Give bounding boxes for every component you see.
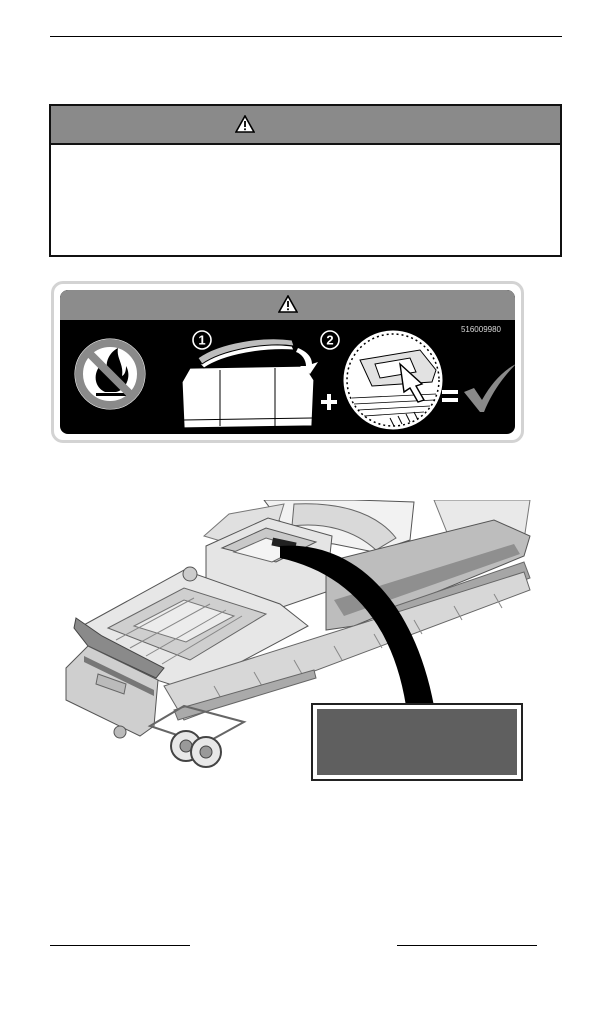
step-one-number: 1 xyxy=(198,333,205,348)
footer-rule-left xyxy=(50,945,190,946)
latch-detail-drawing xyxy=(342,329,444,431)
warning-box xyxy=(49,104,562,257)
warning-triangle-icon xyxy=(278,295,298,313)
footer-rule-right xyxy=(397,945,537,946)
checkmark-icon xyxy=(464,364,515,412)
label-illustration: 1 2 xyxy=(73,329,515,431)
top-rule xyxy=(50,36,562,37)
storage-compartment-drawing xyxy=(181,338,318,429)
step-two-marker: 2 xyxy=(320,330,340,350)
idler-wheels xyxy=(113,725,222,768)
no-open-flame-icon xyxy=(73,337,147,411)
snowmobile-rear-illustration xyxy=(65,500,531,781)
warning-header xyxy=(51,106,560,145)
step-one-marker: 1 xyxy=(192,330,212,350)
plus-icon xyxy=(321,394,337,410)
safety-label-panel: 516009980 1 xyxy=(60,290,515,434)
step-two-number: 2 xyxy=(326,333,333,348)
equals-icon xyxy=(442,390,458,402)
warning-triangle-icon xyxy=(235,115,255,133)
safety-label-header xyxy=(60,290,515,320)
label-part-number: 516009980 xyxy=(460,325,501,334)
callout-arrow xyxy=(280,545,434,706)
safety-label: 516009980 1 xyxy=(51,281,524,443)
